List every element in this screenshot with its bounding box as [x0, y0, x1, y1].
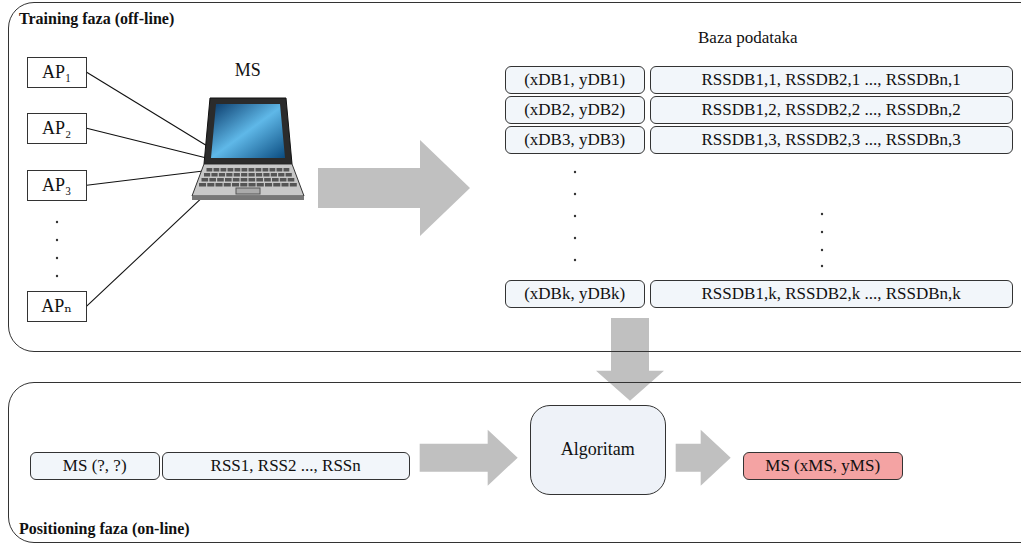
laptop-base [192, 164, 304, 196]
node-label: (xDB3, yDB3) [524, 130, 625, 150]
node-label: RSSDB1,k, RSSDB2,k ..., RSSDBn,k [702, 284, 961, 304]
node-label: RSSDB1,2, RSSDB2,2 ..., RSSDBn,2 [702, 100, 961, 120]
coordinate-cell: (xDBk, yDBk) [505, 280, 645, 308]
node-label: AP₁ [42, 62, 71, 83]
rss-cell: RSSDB1,2, RSSDB2,2 ..., RSSDBn,2 [650, 96, 1013, 124]
rss-cell: RSSDB1,1, RSSDB2,1 ..., RSSDBn,1 [650, 66, 1013, 94]
laptop-screen [211, 104, 285, 158]
access-point-box: AP₃ [27, 170, 87, 201]
coordinate-cell: (xDB3, yDB3) [505, 126, 645, 154]
coordinate-cell: (xDB1, yDB1) [505, 66, 645, 94]
block-arrow [318, 140, 470, 236]
ellipsis-dots [574, 171, 823, 267]
phase-panel: Training faza (off-line) AP₁ AP₂ AP₃ APₙ MS (x… [8, 2, 1021, 352]
node-label: (xDB1, yDB1) [524, 70, 625, 90]
laptop-lid [204, 98, 292, 164]
ellipsis-dots [56, 221, 58, 277]
node-label: Algoritam [561, 439, 635, 460]
block-arrow [420, 430, 518, 486]
laptop-illustration [188, 92, 308, 212]
access-point-box: AP₂ [27, 113, 87, 144]
database-heading: Baza podataka [698, 28, 798, 48]
node-label: APₙ [41, 295, 72, 317]
phase-heading: Training faza (off-line) [19, 10, 174, 28]
access-point-box: APₙ [27, 291, 87, 322]
touchpad [236, 188, 260, 194]
rss-cell: RSS1, RSS2 ..., RSSn [162, 452, 410, 480]
node-label: (xDBk, yDBk) [524, 284, 625, 304]
phase-panel: Positioning faza (on-line) MS (?, ?) RSS1,… [8, 382, 1021, 543]
node-label: RSS1, RSS2 ..., RSSn [211, 456, 361, 476]
rss-cell: RSSDB1,3, RSSDB2,3 ..., RSSDBn,3 [650, 126, 1013, 154]
node-label: AP₃ [42, 175, 71, 196]
rss-cell: RSSDB1,k, RSSDB2,k ..., RSSDBn,k [650, 280, 1013, 308]
result-cell: MS (xMS, yMS) [743, 452, 903, 480]
block-arrow [676, 430, 731, 486]
laptop-edge [192, 196, 304, 200]
node-label: MS (?, ?) [63, 456, 127, 476]
coordinate-cell: (xDB2, yDB2) [505, 96, 645, 124]
node-label: AP₂ [42, 118, 71, 139]
node-label: MS (xMS, yMS) [765, 456, 880, 476]
query-cell: MS (?, ?) [30, 452, 160, 480]
node-label: RSSDB1,1, RSSDB2,1 ..., RSSDBn,1 [702, 70, 961, 90]
mobile-station: MS [188, 60, 308, 210]
block-arrow [596, 318, 664, 401]
node-label: (xDB2, yDB2) [524, 100, 625, 120]
phase-heading: Positioning faza (on-line) [19, 520, 190, 538]
keyboard [199, 168, 297, 187]
algorithm-box: Algoritam [530, 405, 666, 495]
access-point-box: AP₁ [27, 57, 87, 88]
node-label: RSSDB1,3, RSSDB2,3 ..., RSSDBn,3 [702, 130, 961, 150]
node-label: MS [188, 60, 308, 81]
